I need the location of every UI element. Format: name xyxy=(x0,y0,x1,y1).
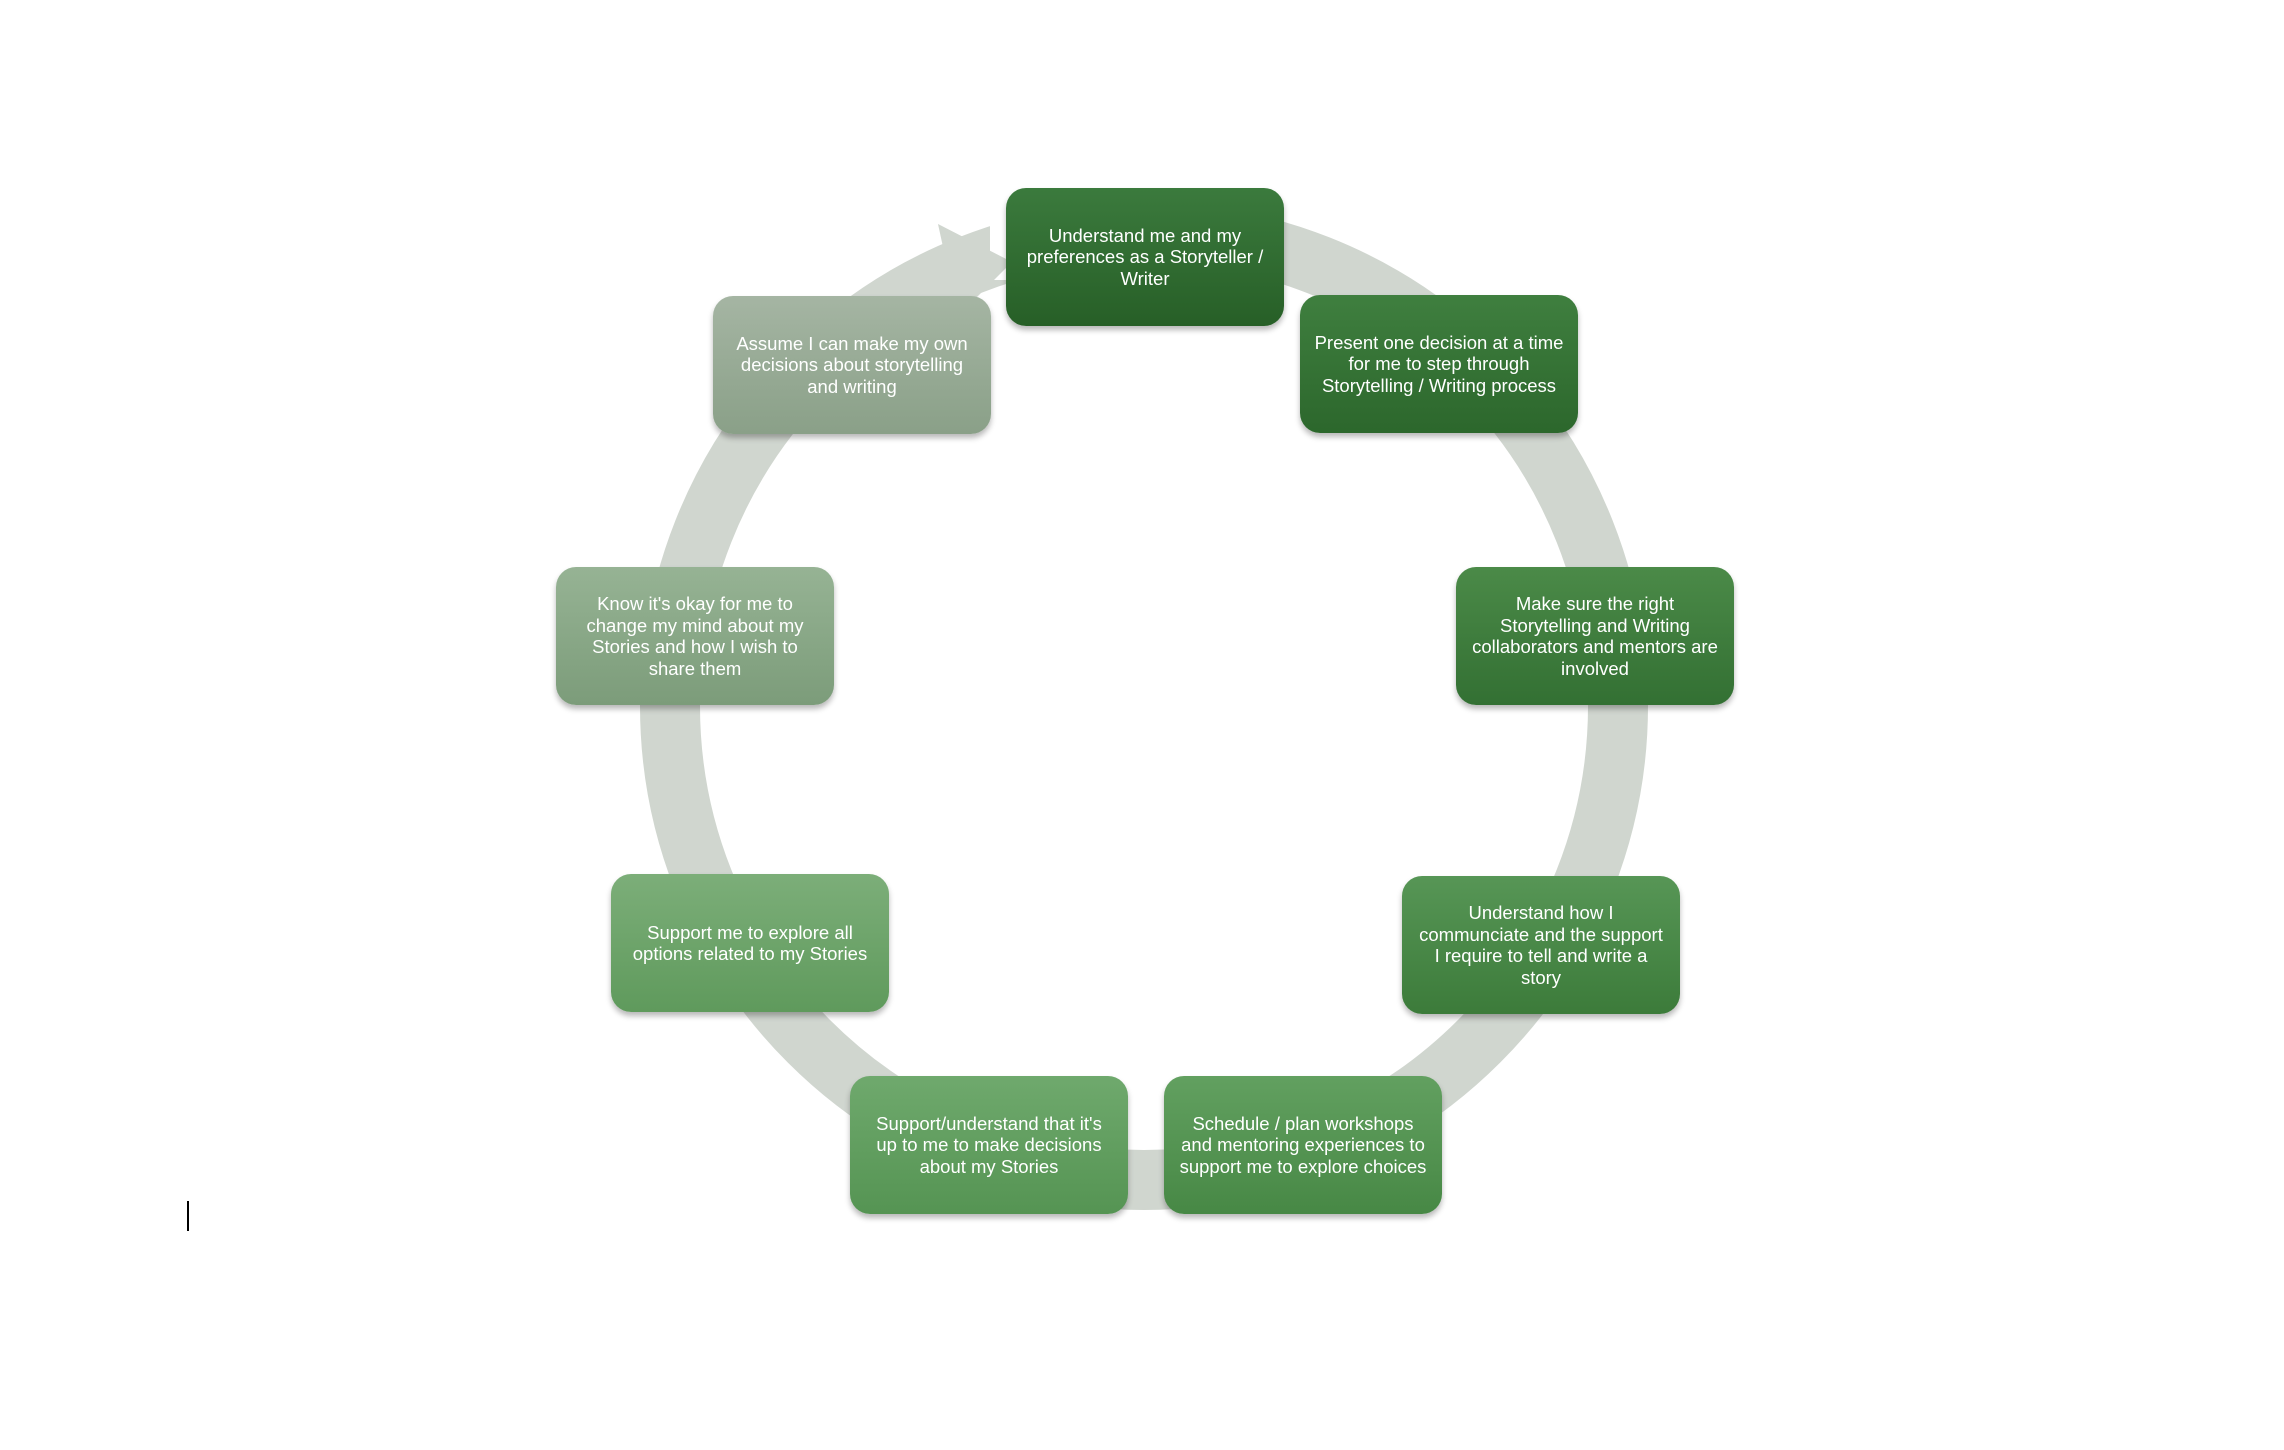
step-communication-support: Understand how I communciate and the sup… xyxy=(1402,876,1680,1014)
step-assume-own-decisions: Assume I can make my own decisions about… xyxy=(713,296,991,434)
text-cursor xyxy=(187,1201,189,1231)
step-right-collaborators: Make sure the right Storytelling and Wri… xyxy=(1456,567,1734,705)
step-present-one-decision: Present one decision at a time for me to… xyxy=(1300,295,1578,433)
step-schedule-workshops: Schedule / plan workshops and mentoring … xyxy=(1164,1076,1442,1214)
step-up-to-me-decisions: Support/understand that it's up to me to… xyxy=(850,1076,1128,1214)
cycle-arrowhead xyxy=(938,224,1012,316)
step-understand-preferences: Understand me and my preferences as a St… xyxy=(1006,188,1284,326)
step-change-mind: Know it's okay for me to change my mind … xyxy=(556,567,834,705)
step-explore-options: Support me to explore all options relate… xyxy=(611,874,889,1012)
